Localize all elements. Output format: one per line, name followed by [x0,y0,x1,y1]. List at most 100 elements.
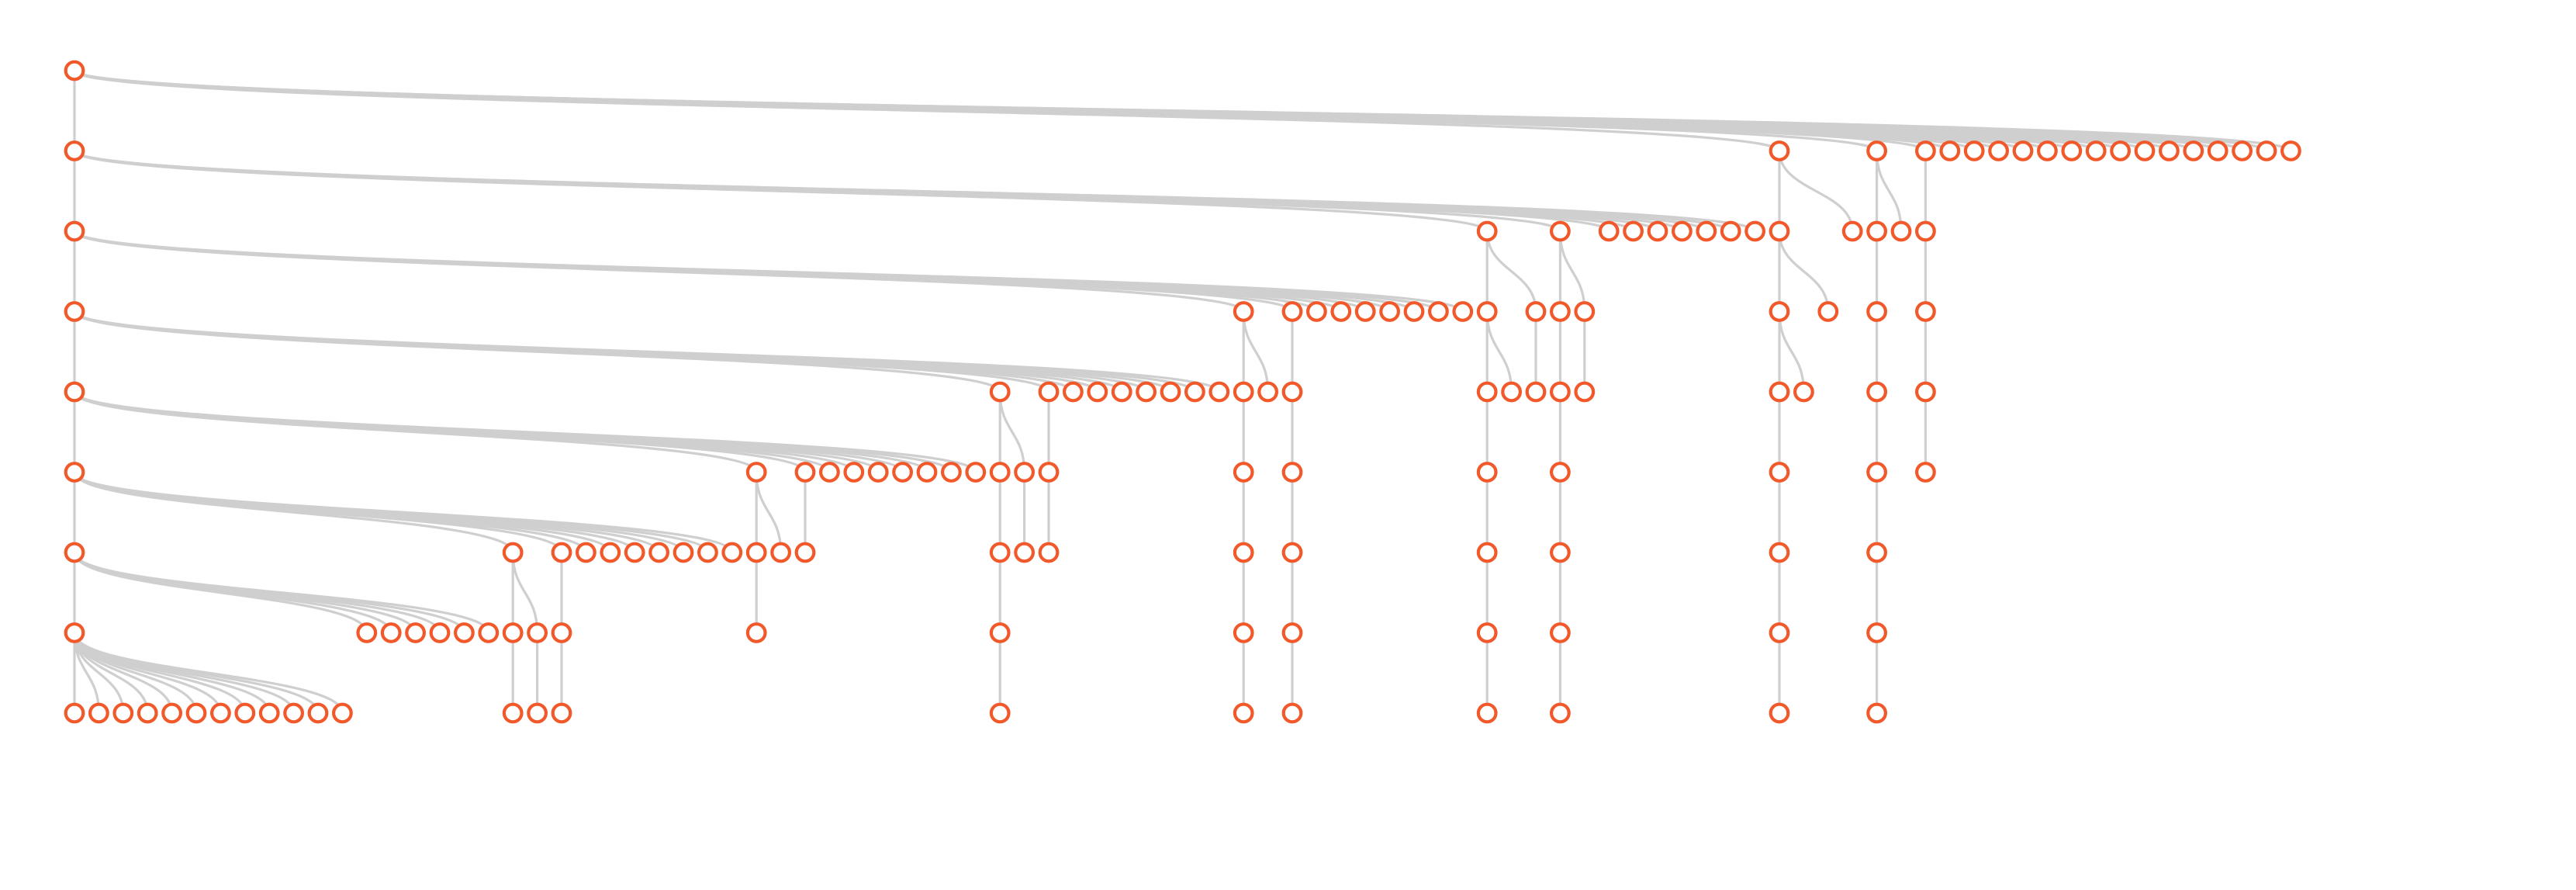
tree-node [1257,381,1278,403]
tree-edge [1876,151,1903,232]
tree-node [1014,462,1035,483]
tree-node [1233,702,1254,724]
tree-node [1111,381,1132,403]
tree-node [1623,220,1644,242]
tree-node [356,622,378,643]
tree-node [1793,381,1814,403]
tree-node [794,462,816,483]
tree-node [1914,301,1936,322]
tree-edge [73,69,2292,152]
tree-node [770,542,791,563]
tree-node [745,542,767,563]
tree-node [1549,542,1571,563]
tree-node [1914,140,1936,161]
tree-node [502,542,524,563]
tree-node [88,702,109,724]
tree-edge [1778,230,1830,312]
tree-node [1476,381,1498,403]
tree-edge [1242,311,1270,393]
tree-node [1574,301,1596,322]
tree-node [1281,622,1303,643]
tree-node [1233,381,1254,403]
tree-node [1866,622,1888,643]
tree-node [1939,140,1961,161]
tree-node [867,462,889,483]
tree-node [1549,381,1571,403]
tree-node [2036,140,2058,161]
tree-edge [73,632,344,714]
tree-edge [73,552,441,633]
tree-node [185,702,207,724]
tree-node [697,542,718,563]
tree-node [600,542,621,563]
tree-node [1136,381,1157,403]
tree-node [1038,462,1060,483]
tree-node [989,462,1011,483]
tree-node [2256,140,2277,161]
tree-node [64,702,85,724]
tree-node [673,542,694,563]
tree-node [916,462,938,483]
tree-node [1208,381,1230,403]
tree-node [1549,462,1571,483]
tree-node [2158,140,2180,161]
tree-edge [1485,230,1537,312]
tree-node [1769,140,1790,161]
tree-node [624,542,645,563]
tree-node [307,702,329,724]
tree-node [989,542,1011,563]
tree-edge [1778,311,1805,393]
tree-node [2183,140,2204,161]
tree-edge [73,552,368,633]
tree-node [1696,220,1717,242]
tree-node [1817,301,1839,322]
tree-node [843,462,865,483]
tree-node [1769,542,1790,563]
tree-node [1866,381,1888,403]
tree-node [1476,462,1498,483]
tree-node [2085,140,2107,161]
tree-node [1549,301,1571,322]
tree-node [1720,220,1741,242]
tree-node [1769,301,1790,322]
tree-edges [73,69,2292,714]
tree-edge [73,471,734,553]
tree-edge [73,230,1464,313]
tree-node [1281,301,1303,322]
tree-node [1841,220,1863,242]
tree-node [1866,301,1888,322]
tree-node [1549,622,1571,643]
tree-node [1890,220,1912,242]
tree-node [1769,622,1790,643]
tree-node [1914,462,1936,483]
tree-node [721,542,743,563]
tree-node [1427,301,1449,322]
tree-node [1914,220,1936,242]
tree-node [1866,140,1888,161]
tree-node [1330,301,1352,322]
tree-node [161,702,183,724]
tree-node [989,702,1011,724]
tree-node [64,622,85,643]
tree-node [64,301,85,322]
tree-node [1452,301,1474,322]
tree-node [527,702,548,724]
tree-node [1671,220,1693,242]
tree-edge [73,472,514,553]
tree-node [1476,542,1498,563]
tree-node [989,381,1011,403]
tree-node [1866,542,1888,563]
tree-node [1305,301,1327,322]
tree-node [405,622,426,643]
tree-node [1647,220,1668,242]
tree-node [527,622,548,643]
tree-node [1233,462,1254,483]
tree-node [1476,702,1498,724]
tree-node [1549,220,1571,242]
tree-node [1501,381,1522,403]
tree-node [1769,381,1790,403]
tree-node [454,622,475,643]
tree-node [64,542,85,563]
tree-node [989,622,1011,643]
tree-node [1744,220,1766,242]
